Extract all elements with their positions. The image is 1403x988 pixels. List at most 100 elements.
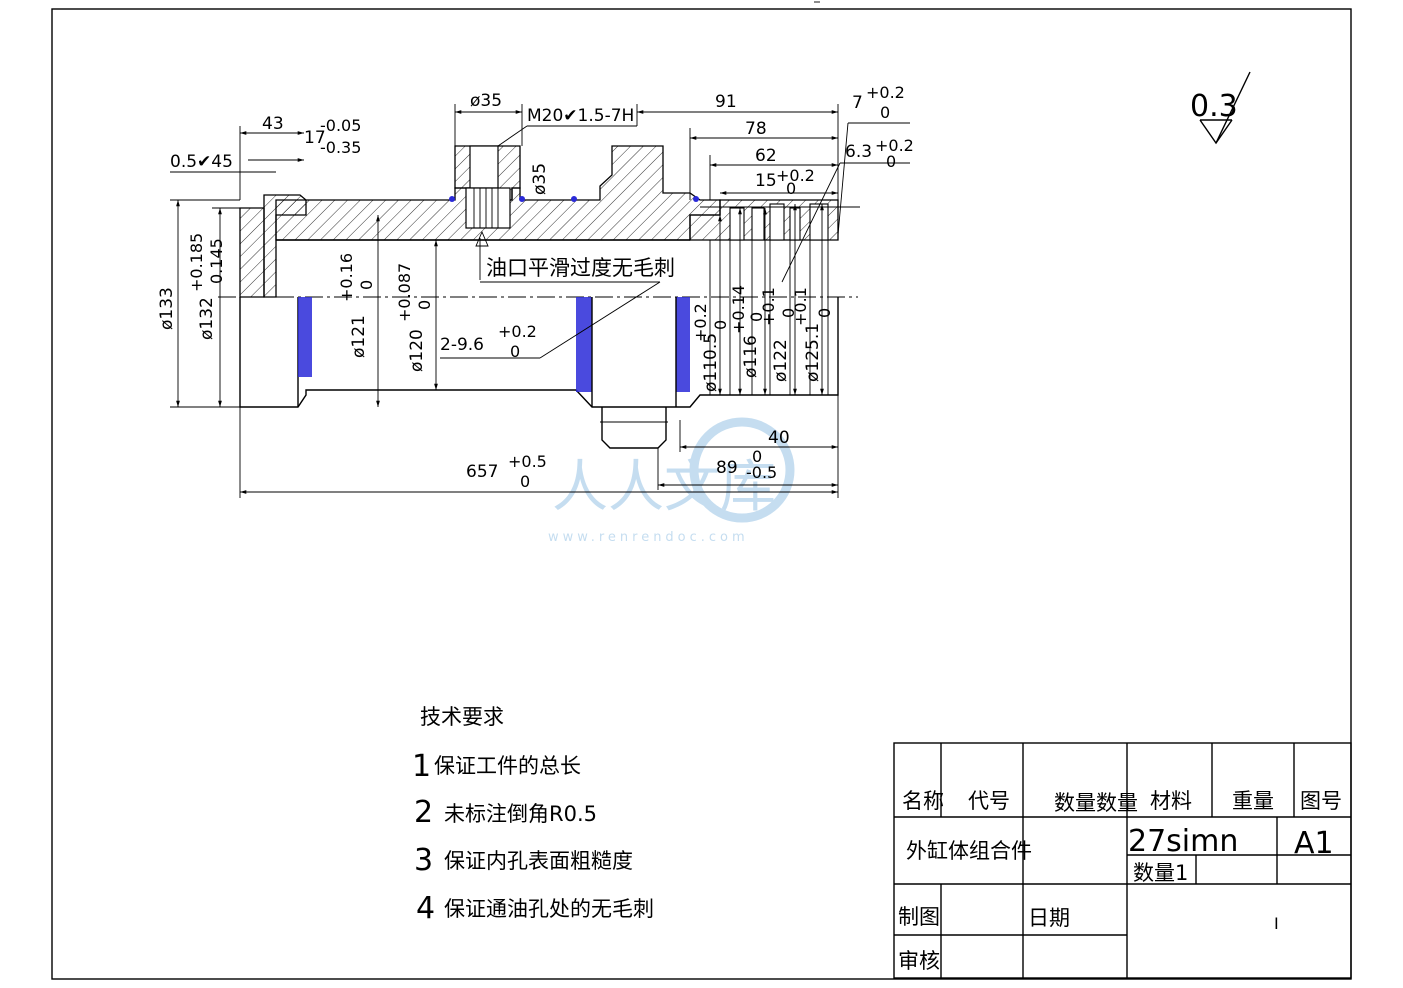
dimension-text: 43 17 -0.05 -0.35 0.5✔45 ø35 M20✔1.5-7H …	[157, 83, 914, 491]
dim-d121-lower: 0	[357, 280, 376, 290]
dim-657-upper: +0.5	[508, 452, 547, 471]
dim-d122-upper: +0.1	[759, 287, 778, 326]
dim-7-lower: 0	[880, 103, 890, 122]
tb-header-material: 材料	[1150, 789, 1192, 813]
dim-d110-5: ø110.5	[701, 333, 721, 392]
dim-d35-side: ø35	[530, 163, 550, 195]
dim-7-upper: +0.2	[866, 83, 905, 102]
tb-part-name: 外缸体组合件	[906, 839, 1032, 863]
port-marker	[475, 230, 489, 247]
roughness-value: 0.3	[1190, 89, 1238, 124]
dim-657-lower: 0	[520, 472, 530, 491]
dim-91: 91	[715, 92, 737, 112]
watermark: 人人文库 www.renrendoc.com	[548, 417, 795, 545]
dim-6-3-lower: 0	[886, 152, 896, 171]
tech-req-title: 技术要求	[420, 705, 504, 729]
dim-d133: ø133	[157, 287, 177, 330]
dim-62: 62	[755, 146, 777, 166]
tech-req-num-1: 1	[412, 749, 431, 784]
tb-mark: I	[1274, 914, 1279, 933]
tech-req-num-2: 2	[414, 795, 433, 830]
dim-d116-upper: +0.14	[729, 285, 748, 334]
dim-15-lower: 0	[786, 179, 796, 198]
dim-7: 7	[852, 93, 863, 113]
tb-checked-by: 审核	[898, 949, 940, 973]
tb-material: 27simn	[1128, 824, 1238, 859]
dim-d110-5-upper: +0.2	[691, 303, 710, 342]
dim-d125-1: ø125.1	[803, 323, 823, 382]
dim-d35-top: ø35	[470, 91, 502, 111]
dim-43: 43	[262, 114, 284, 134]
tb-drawn-by: 制图	[898, 905, 940, 929]
oil-port-bore	[469, 145, 499, 189]
dim-15-upper: +0.2	[776, 166, 815, 185]
blue-marks	[449, 196, 699, 202]
tb-drawing-no: A1	[1294, 826, 1334, 861]
tech-req-text-3: 保证内孔表面粗糙度	[444, 849, 633, 873]
tb-header-name: 名称	[902, 789, 944, 813]
dim-d125-1-lower: 0	[815, 308, 834, 318]
thread-lines	[473, 188, 499, 228]
dim-chamfer: 0.5✔45	[170, 152, 233, 172]
tech-req-num-4: 4	[416, 891, 435, 926]
tech-req-text-1: 保证工件的总长	[434, 754, 581, 778]
dim-d125-1-upper: +0.1	[791, 287, 810, 326]
dim-17-upper: -0.05	[320, 116, 361, 135]
title-block	[893, 742, 1352, 979]
left-flange-section	[239, 207, 265, 298]
tb-header-quantity: 数量数量	[1054, 791, 1138, 815]
dim-6-3: 6.3	[845, 142, 872, 162]
tech-requirements: 技术要求 1 保证工件的总长 2 未标注倒角R0.5 3 保证内孔表面粗糙度 4…	[412, 705, 654, 926]
oil-port-thread	[465, 187, 511, 229]
dim-d122-lower: 0	[779, 308, 798, 318]
lower-shade-right	[676, 297, 690, 392]
dim-d132-upper: +0.185	[187, 233, 206, 292]
tb-date: 日期	[1028, 906, 1070, 930]
dim-40: 40	[768, 428, 790, 448]
dim-657: 657	[466, 462, 498, 482]
dim-2-9-6: 2-9.6	[440, 335, 484, 355]
dim-2-9-6-lower: 0	[510, 342, 520, 361]
dim-d120: ø120	[407, 329, 427, 372]
dim-89-upper: 0	[752, 447, 762, 466]
dim-15: 15	[755, 171, 777, 191]
lower-shade-left	[298, 297, 312, 377]
title-block-text: 名称 代号 数量数量 材料 重量 图号 外缸体组合件 27simn A1 数量1…	[898, 789, 1342, 973]
dim-d122: ø122	[771, 339, 791, 382]
watermark-text: 人人文库	[552, 455, 776, 520]
oil-port-note: 油口平滑过度无毛刺	[486, 256, 675, 280]
lower-stud	[601, 407, 667, 449]
lower-shade-mid	[576, 297, 592, 392]
dim-89-lower: -0.5	[746, 463, 777, 482]
roughness-symbol: 0.3	[1190, 71, 1251, 145]
dim-17-lower: -0.35	[320, 138, 361, 157]
dim-d120-upper: +0.087	[395, 263, 414, 322]
tech-req-text-4: 保证通油孔处的无毛刺	[444, 897, 654, 921]
dim-d132-lower: 0.145	[207, 238, 226, 284]
dim-78: 78	[745, 119, 767, 139]
dim-d121-upper: +0.16	[337, 253, 356, 302]
tb-header-weight: 重量	[1232, 789, 1274, 813]
dim-d110-5-lower: 0	[711, 320, 730, 330]
right-end-lines	[709, 240, 829, 395]
tech-req-num-3: 3	[414, 843, 433, 878]
dim-thread: M20✔1.5-7H	[527, 106, 634, 126]
dim-89: 89	[716, 458, 738, 478]
dim-6-3-upper: +0.2	[875, 136, 914, 155]
tech-req-text-2: 未标注倒角R0.5	[444, 802, 597, 826]
dim-d116-lower: 0	[747, 312, 766, 322]
dim-2-9-6-upper: +0.2	[498, 322, 537, 341]
dim-d121: ø121	[349, 315, 369, 358]
dim-d132: ø132	[197, 297, 217, 340]
dimension-lines	[170, 104, 910, 498]
watermark-url: www.renrendoc.com	[548, 530, 749, 545]
dim-d116: ø116	[741, 335, 761, 378]
tb-header-drawing-no: 图号	[1300, 789, 1342, 813]
tb-quantity: 数量1	[1133, 861, 1188, 885]
dim-17: 17	[304, 128, 326, 148]
tb-header-code: 代号	[968, 789, 1010, 813]
drawing-border	[51, 8, 1352, 980]
dim-d120-lower: 0	[415, 300, 434, 310]
watermark-logo-ring	[689, 417, 795, 523]
